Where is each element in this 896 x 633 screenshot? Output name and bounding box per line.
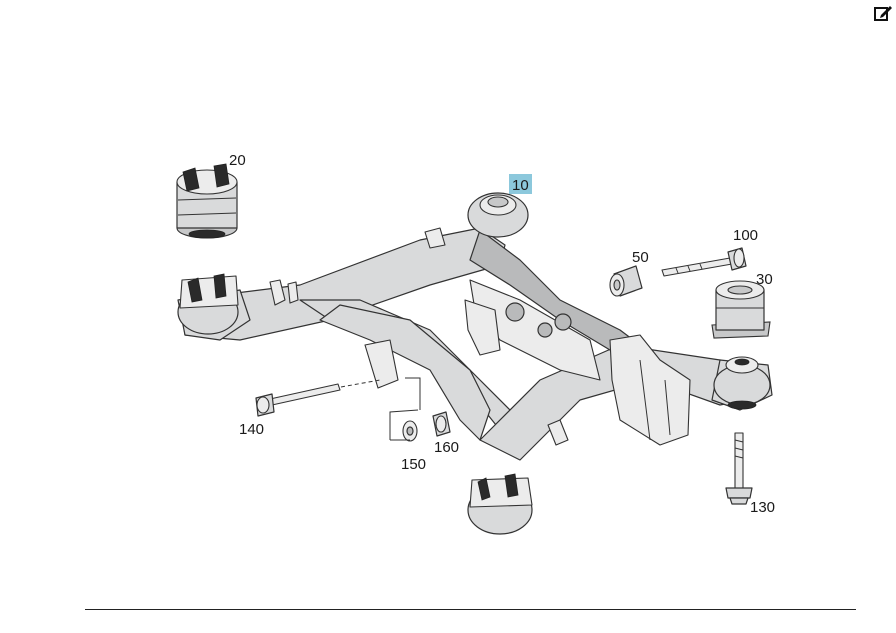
nut-160[interactable] — [432, 411, 451, 437]
washer-150[interactable] — [389, 409, 419, 442]
callout-10-highlight — [509, 174, 532, 194]
callout-20[interactable]: 20 — [229, 152, 246, 169]
bolt-130[interactable] — [725, 432, 753, 505]
callout-150[interactable]: 150 — [401, 456, 426, 473]
bolt-140[interactable] — [255, 379, 381, 417]
bolt-100[interactable] — [661, 247, 747, 277]
callout-130[interactable]: 130 — [750, 499, 775, 516]
callout-160[interactable]: 160 — [434, 439, 459, 456]
bottom-divider — [85, 609, 856, 610]
callout-50[interactable]: 50 — [632, 249, 649, 266]
callout-10[interactable]: 10 — [512, 177, 529, 194]
leader-line — [405, 377, 421, 410]
subframe[interactable] — [177, 192, 773, 535]
edit-icon[interactable] — [872, 2, 894, 24]
bushing-20[interactable] — [176, 163, 238, 239]
bushing-30[interactable] — [711, 280, 771, 339]
callout-100[interactable]: 100 — [733, 227, 758, 244]
bushing-50[interactable] — [609, 265, 643, 297]
callout-140[interactable]: 140 — [239, 421, 264, 438]
callout-30[interactable]: 30 — [756, 271, 773, 288]
